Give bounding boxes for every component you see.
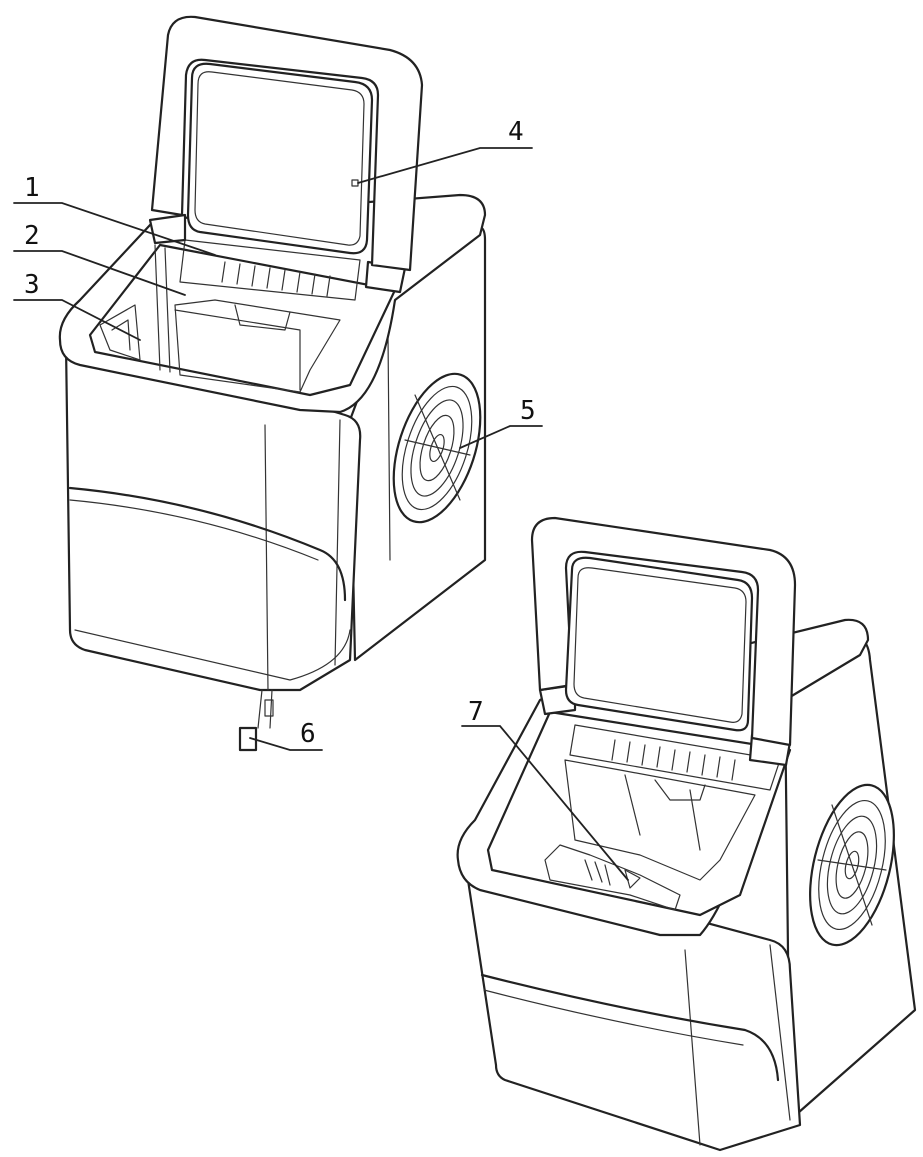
upper-vent-slots bbox=[221, 261, 331, 297]
callout-5: 5 bbox=[459, 396, 543, 449]
upper-ice-maker bbox=[58, 15, 487, 752]
callout-6: 6 bbox=[249, 719, 323, 751]
callout-label-2: 2 bbox=[24, 221, 40, 251]
upper-drawer-line bbox=[68, 486, 347, 602]
lower-lid-window bbox=[564, 556, 754, 732]
callout-1: 1 bbox=[13, 173, 216, 256]
callout-4: 4 bbox=[357, 117, 533, 184]
upper-lid-window bbox=[186, 62, 374, 255]
callout-3: 3 bbox=[13, 270, 141, 341]
upper-side-fan bbox=[392, 372, 482, 524]
upper-lid-frame bbox=[150, 15, 424, 272]
callout-7: 7 bbox=[461, 697, 629, 881]
callout-2: 2 bbox=[13, 221, 186, 296]
callout-label-7: 7 bbox=[468, 697, 484, 727]
lower-drawer-line bbox=[480, 973, 780, 1082]
callout-label-1: 1 bbox=[24, 173, 40, 203]
lower-vent-slots bbox=[611, 739, 736, 781]
lower-ice-maker bbox=[456, 516, 917, 1152]
lower-side-fan bbox=[809, 783, 895, 947]
callout-label-5: 5 bbox=[520, 396, 536, 426]
upper-drain-plug bbox=[238, 689, 274, 752]
lower-lid-frame bbox=[530, 516, 797, 747]
callout-label-3: 3 bbox=[24, 270, 40, 300]
callout-label-6: 6 bbox=[300, 719, 316, 749]
callout-label-4: 4 bbox=[508, 117, 524, 147]
